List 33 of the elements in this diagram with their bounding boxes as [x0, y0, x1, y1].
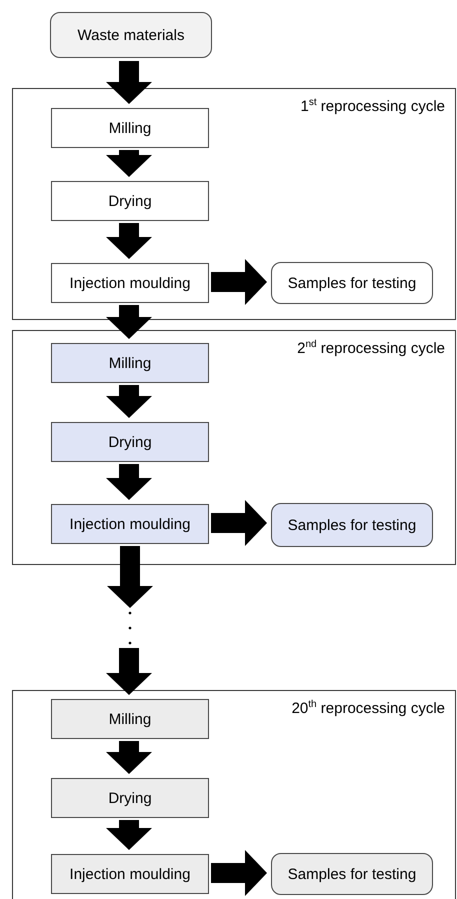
block-arrow — [106, 741, 152, 774]
block-arrow — [211, 850, 267, 896]
cycle-frame — [12, 88, 456, 320]
cycle-heading: 1$^{st}$ reprocessing cycle — [300, 97, 445, 115]
cycle-frame — [12, 330, 456, 565]
block-arrow — [106, 223, 152, 259]
process-box: Milling — [51, 108, 209, 148]
block-arrow — [106, 385, 152, 418]
terminal-box: Samples for testing — [271, 503, 433, 547]
block-arrow — [106, 648, 152, 695]
block-arrow — [107, 546, 153, 608]
block-arrow — [106, 305, 152, 339]
block-arrow — [106, 820, 152, 850]
process-box: Injection moulding — [51, 263, 209, 303]
block-arrow — [211, 259, 267, 305]
terminal-box: Waste materials — [50, 12, 212, 58]
block-arrow — [106, 464, 152, 500]
process-box: Milling — [51, 343, 209, 383]
cycle-frame — [12, 690, 456, 899]
cycle-heading: 2$^{nd}$ reprocessing cycle — [297, 339, 445, 357]
terminal-box: Samples for testing — [271, 262, 433, 304]
process-box: Drying — [51, 422, 209, 462]
continuation-dots — [126, 611, 134, 645]
process-box: Drying — [51, 181, 209, 221]
process-box: Drying — [51, 778, 209, 818]
block-arrow — [211, 500, 267, 546]
terminal-box: Samples for testing — [271, 853, 433, 895]
process-box: Injection moulding — [51, 854, 209, 894]
cycle-heading: 20$^{th}$ reprocessing cycle — [292, 699, 445, 717]
process-box: Injection moulding — [51, 504, 209, 544]
process-box: Milling — [51, 699, 209, 739]
block-arrow — [106, 150, 152, 177]
block-arrow — [106, 61, 152, 104]
